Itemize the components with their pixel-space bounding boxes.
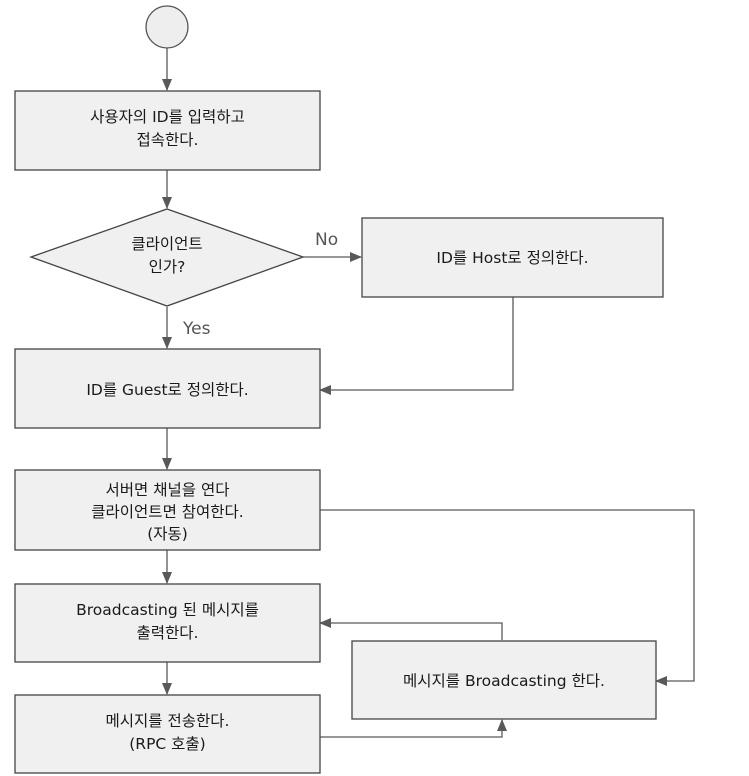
- node-define-guest: ID를 Guest로 정의한다.: [14, 348, 321, 429]
- node-define-host-line1: ID를 Host로 정의한다.: [436, 249, 588, 267]
- node-send-message-line2: (RPC 호출): [129, 735, 205, 753]
- node-send-message: 메시지를 전송한다. (RPC 호출): [14, 694, 321, 774]
- edge-label-yes: Yes: [182, 319, 211, 339]
- node-broadcast-message-line1: 메시지를 Broadcasting 한다.: [403, 672, 605, 690]
- node-define-host: ID를 Host로 정의한다.: [361, 217, 664, 298]
- node-decision-line1: 클라이언트: [131, 235, 202, 253]
- node-open-channel-line3: (자동): [147, 525, 188, 543]
- edge-label-no: No: [315, 230, 338, 250]
- node-open-channel: 서버면 채널을 연다 클라이언트면 참여한다. (자동): [14, 469, 321, 551]
- node-input-id-line2: 접속한다.: [137, 131, 199, 149]
- edges: [162, 48, 695, 738]
- start-node: [145, 5, 189, 49]
- node-decision-is-client: 클라이언트 인가?: [29, 208, 305, 307]
- edge-broadcast-to-print: [319, 618, 503, 640]
- edge-channel-to-broadcast: [320, 509, 695, 686]
- node-define-guest-line1: ID를 Guest로 정의한다.: [86, 381, 248, 399]
- node-broadcast-message: 메시지를 Broadcasting 한다.: [351, 640, 657, 720]
- node-send-message-line1: 메시지를 전송한다.: [106, 712, 230, 730]
- node-decision-line2: 인가?: [149, 258, 186, 276]
- node-open-channel-line1: 서버면 채널을 연다: [106, 481, 230, 499]
- node-print-broadcast: Broadcasting 된 메시지를 출력한다.: [14, 583, 321, 663]
- node-print-broadcast-line2: 출력한다.: [137, 624, 199, 642]
- node-print-broadcast-line1: Broadcasting 된 메시지를: [76, 601, 259, 619]
- edge-host-to-guest: [319, 297, 514, 395]
- edge-send-to-broadcast: [320, 719, 507, 738]
- node-open-channel-line2: 클라이언트면 참여한다.: [91, 503, 243, 521]
- node-input-id: 사용자의 ID를 입력하고 접속한다.: [14, 90, 321, 171]
- node-input-id-line1: 사용자의 ID를 입력하고: [90, 108, 245, 126]
